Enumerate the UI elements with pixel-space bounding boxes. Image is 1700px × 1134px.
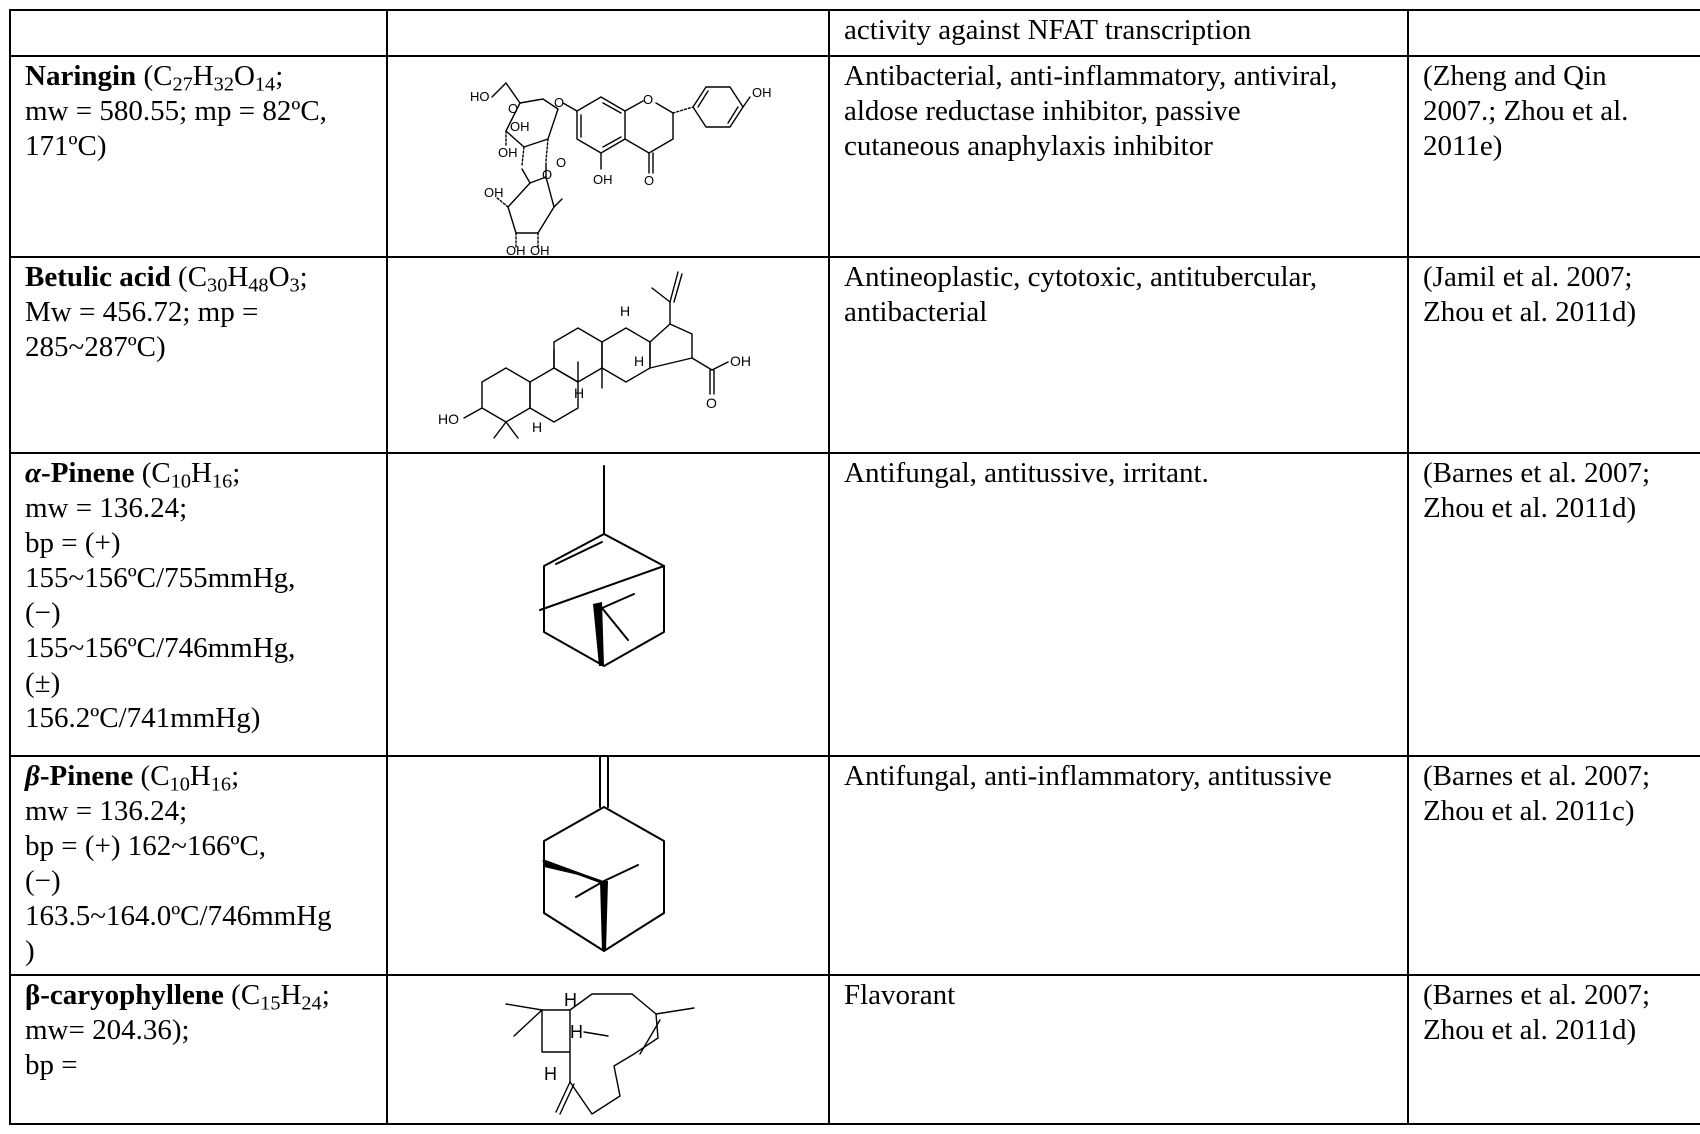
table-row: Naringin (C27H32O14; mw = 580.55; mp = 8…	[9, 55, 1700, 258]
table-row: Betulic acid (C30H48O3; Mw = 456.72; mp …	[9, 256, 1700, 454]
svg-text:H: H	[570, 1022, 583, 1042]
structure-cell	[386, 452, 830, 757]
structure-cell: H H H	[386, 974, 830, 1125]
svg-text:OH: OH	[730, 353, 751, 369]
compound-name: β-Pinene	[25, 760, 134, 792]
beta-pinene-structure	[542, 757, 665, 952]
compound-cell: Naringin (C27H32O14; mw = 580.55; mp = 8…	[9, 55, 388, 258]
betulic-acid-structure: H H H H OH O HO	[438, 271, 751, 439]
compound-name: Naringin	[25, 60, 137, 92]
structure-cell	[386, 755, 830, 976]
structure-cell	[386, 9, 830, 57]
table-row: β-caryophyllene (C15H24; mw= 204.36); bp…	[9, 974, 1700, 1125]
activity-cell: activity against NFAT transcription	[828, 9, 1409, 57]
svg-text:OH: OH	[506, 243, 526, 256]
svg-text:O: O	[644, 173, 654, 188]
compound-cell	[9, 9, 388, 57]
svg-text:O: O	[556, 155, 566, 170]
svg-text:OH: OH	[530, 243, 550, 256]
svg-text:O: O	[542, 167, 552, 182]
svg-text:OH: OH	[752, 85, 772, 100]
compound-cell: β-Pinene (C10H16; mw = 136.24; bp = (+) …	[9, 755, 388, 976]
structure-cell: H H H H OH O HO	[386, 256, 830, 454]
compound-cell: α-Pinene (C10H16; mw = 136.24; bp = (+) …	[9, 452, 388, 757]
reference-cell	[1407, 9, 1700, 57]
svg-text:OH: OH	[484, 185, 504, 200]
svg-text:OH: OH	[498, 145, 518, 160]
table-row: activity against NFAT transcription	[9, 9, 1700, 57]
svg-text:H: H	[532, 419, 542, 435]
svg-text:HO: HO	[470, 89, 490, 104]
reference-cell: (Zheng and Qin 2007.; Zhou et al. 2011e)	[1407, 55, 1700, 258]
compound-name: Betulic acid	[25, 261, 171, 293]
svg-text:HO: HO	[438, 411, 459, 427]
compound-name: β-caryophyllene	[25, 979, 224, 1011]
svg-text:O: O	[508, 101, 518, 116]
compound-cell: β-caryophyllene (C15H24; mw= 204.36); bp…	[9, 974, 388, 1125]
activity-cell: Flavorant	[828, 974, 1409, 1125]
compound-name: α-Pinene	[25, 457, 135, 489]
svg-text:H: H	[634, 353, 644, 369]
structure-cell: OH O O OH O HO O OH OH OH O O OH OH	[386, 55, 830, 258]
svg-text:O: O	[706, 395, 717, 411]
compound-cell: Betulic acid (C30H48O3; Mw = 456.72; mp …	[9, 256, 388, 454]
svg-text:O: O	[643, 92, 653, 107]
reference-cell: (Barnes et al. 2007; Zhou et al. 2011d)	[1407, 974, 1700, 1125]
svg-text:H: H	[574, 385, 584, 401]
svg-text:O: O	[554, 95, 564, 110]
table-row: α-Pinene (C10H16; mw = 136.24; bp = (+) …	[9, 452, 1700, 757]
compounds-table: activity against NFAT transcription Nari…	[9, 9, 1700, 1125]
svg-text:H: H	[564, 990, 577, 1010]
activity-cell: Antifungal, anti-inflammatory, antitussi…	[828, 755, 1409, 976]
reference-cell: (Jamil et al. 2007; Zhou et al. 2011d)	[1407, 256, 1700, 454]
alpha-pinene-structure	[539, 465, 665, 667]
svg-text:H: H	[620, 303, 630, 319]
svg-text:OH: OH	[593, 172, 613, 187]
svg-text:H: H	[544, 1064, 557, 1084]
reference-cell: (Barnes et al. 2007; Zhou et al. 2011c)	[1407, 755, 1700, 976]
reference-cell: (Barnes et al. 2007; Zhou et al. 2011d)	[1407, 452, 1700, 757]
caryophyllene-structure: H H H	[505, 990, 695, 1115]
activity-cell: Antibacterial, anti-inflammatory, antivi…	[828, 55, 1409, 258]
table-row: β-Pinene (C10H16; mw = 136.24; bp = (+) …	[9, 755, 1700, 976]
activity-cell: Antineoplastic, cytotoxic, antitubercula…	[828, 256, 1409, 454]
svg-text:OH: OH	[510, 119, 530, 134]
activity-cell: Antifungal, antitussive, irritant.	[828, 452, 1409, 757]
naringin-structure: OH O O OH O HO O OH OH OH O O OH OH	[470, 82, 772, 256]
